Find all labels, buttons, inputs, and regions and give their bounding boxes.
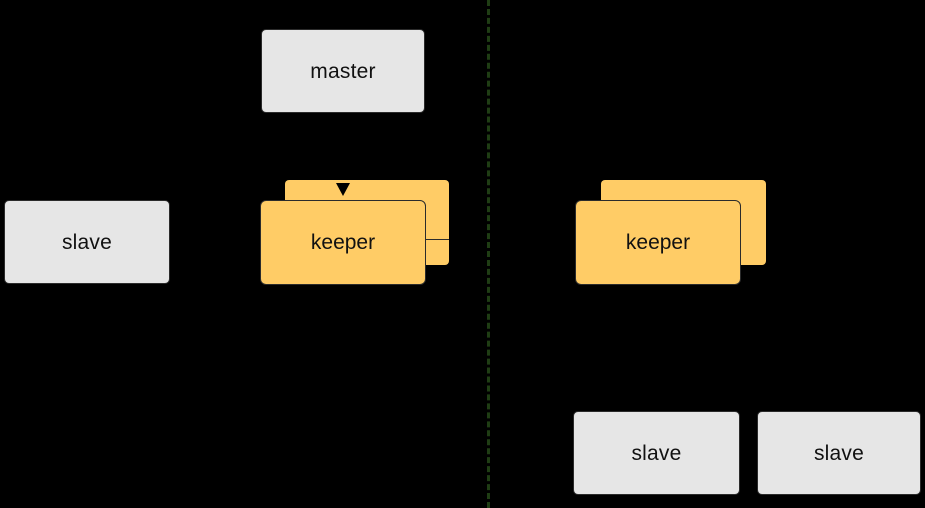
node-keeper-right-label: keeper <box>625 231 691 254</box>
keeper-left-front-sheet[interactable]: keeper <box>260 200 426 285</box>
zone-divider <box>487 0 490 508</box>
node-slave-bottom-2-label: slave <box>813 441 865 465</box>
node-master-label: master <box>310 59 376 83</box>
node-slave-left[interactable]: slave <box>4 200 170 284</box>
node-master[interactable]: master <box>261 29 425 113</box>
node-slave-left-label: slave <box>61 230 113 254</box>
node-slave-bottom-1[interactable]: slave <box>573 411 740 495</box>
node-slave-bottom-1-label: slave <box>631 441 682 465</box>
node-slave-bottom-2[interactable]: slave <box>757 411 921 495</box>
keeper-left-flap-rule <box>426 239 449 240</box>
node-keeper-left-label: keeper <box>310 231 376 254</box>
keeper-right-front-sheet[interactable]: keeper <box>575 200 741 285</box>
arrow-master-to-keeper-left-icon <box>336 183 350 196</box>
